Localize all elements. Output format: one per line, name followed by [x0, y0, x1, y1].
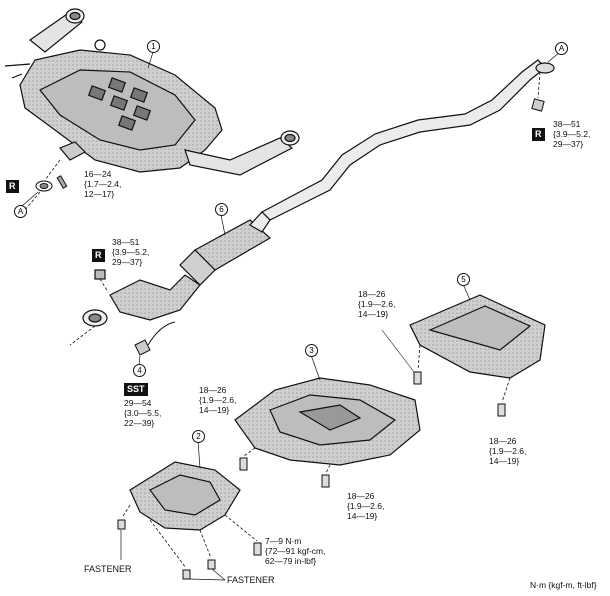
torque-rear-flange: 16—24 {1.7—2.4, 12—17}: [84, 169, 122, 199]
front-nut: [531, 98, 545, 112]
fastener-label-bottom: FASTENER: [227, 575, 275, 585]
insulator-plate-5: [409, 294, 546, 379]
replace-badge-catalyst: R: [92, 249, 105, 262]
replace-badge-rear: R: [6, 180, 19, 193]
sst-badge: SST: [124, 383, 148, 396]
plate3-bolts: [239, 457, 330, 488]
torque-plate3-a: 18—26 {1.9—2.6, 14—19}: [199, 385, 237, 415]
front-pipe: [179, 59, 555, 286]
callout-3: 3: [305, 344, 318, 357]
fastener-label-left: FASTENER: [84, 564, 132, 574]
callout-6: 6: [215, 203, 228, 216]
torque-front-nut: 38—51 {3.9—5.2, 29—37}: [553, 119, 591, 149]
torque-plate5-b: 18—26 {1.9—2.6, 14—19}: [489, 436, 527, 466]
torque-plate3-b: 18—26 {1.9—2.6, 14—19}: [347, 491, 385, 521]
replace-badge-front: R: [532, 128, 545, 141]
insulator-plate-3: [234, 377, 421, 466]
plate5-bolts: [413, 371, 506, 417]
callout-1: 1: [147, 40, 160, 53]
units-note: N·m {kgf-m, ft-lbf}: [530, 580, 597, 590]
torque-catalyst-nut: 38—51 {3.9—5.2, 29—37}: [112, 237, 150, 267]
insulator-plate-2: [129, 461, 241, 531]
callout-5: 5: [457, 273, 470, 286]
callout-4: 4: [133, 364, 146, 377]
rear-muffler: [4, 8, 300, 176]
callout-2: 2: [192, 430, 205, 443]
torque-plate5-a: 18—26 {1.9—2.6, 14—19}: [358, 289, 396, 319]
torque-plate2: 7—9 N·m {72—91 kgf-cm, 62—79 in-lbf}: [265, 536, 326, 566]
torque-sensor: 29—54 {3.0—5.5, 22—39}: [124, 398, 162, 428]
oxygen-sensor: [134, 321, 176, 356]
plate2-fasteners: [117, 519, 262, 580]
callout-a-left: A: [14, 205, 27, 218]
callout-a-top: A: [555, 42, 568, 55]
rear-gasket: [35, 175, 68, 192]
front-catalyst: [82, 269, 201, 327]
